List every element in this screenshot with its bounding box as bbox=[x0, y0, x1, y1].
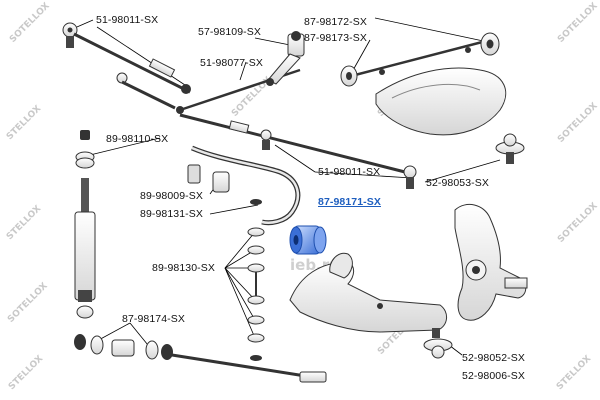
drag-link bbox=[179, 113, 417, 189]
label-strut-rod-bush[interactable]: 87-98174-SX bbox=[122, 313, 185, 325]
label-shock-bush[interactable]: 89-98110-SX bbox=[106, 133, 169, 145]
shock-absorber bbox=[74, 130, 96, 319]
steering-knuckle bbox=[454, 203, 528, 321]
label-lower-ball-joint-2[interactable]: 52-98006-SX bbox=[462, 370, 525, 382]
stabilizer-link-stack bbox=[247, 199, 265, 361]
tie-rod-left bbox=[62, 22, 191, 94]
upper-ball-joint bbox=[495, 133, 525, 164]
label-tie-rod-mid[interactable]: 51-98011-SX bbox=[318, 166, 381, 178]
label-lower-arm-bush-highlighted[interactable]: 87-98171-SX bbox=[318, 196, 381, 208]
lower-ball-joint bbox=[423, 328, 453, 359]
label-idler-arm[interactable]: 57-98109-SX bbox=[198, 26, 261, 38]
stabilizer-bar bbox=[187, 145, 301, 226]
label-tie-rod-top[interactable]: 51-98011-SX bbox=[96, 14, 159, 26]
lower-control-arm bbox=[289, 252, 447, 333]
label-lower-ball-joint-1[interactable]: 52-98052-SX bbox=[462, 352, 525, 364]
upper-control-arm bbox=[340, 32, 507, 136]
label-stab-bush-1[interactable]: 89-98009-SX bbox=[140, 190, 203, 202]
label-upper-arm-bush-2[interactable]: 87-98173-SX bbox=[304, 32, 367, 44]
label-center-link[interactable]: 51-98077-SX bbox=[200, 57, 263, 69]
lower-arm-bushing-highlighted bbox=[289, 225, 327, 255]
label-stab-bush-2[interactable]: 89-98131-SX bbox=[140, 208, 203, 220]
label-upper-ball-joint[interactable]: 52-98053-SX bbox=[426, 177, 489, 189]
strut-rod bbox=[171, 353, 327, 383]
label-upper-arm-bush-1[interactable]: 87-98172-SX bbox=[304, 16, 367, 28]
label-stab-link[interactable]: 89-98130-SX bbox=[152, 262, 215, 274]
strut-rod-bushings bbox=[74, 334, 173, 360]
idler-arm bbox=[266, 31, 305, 86]
